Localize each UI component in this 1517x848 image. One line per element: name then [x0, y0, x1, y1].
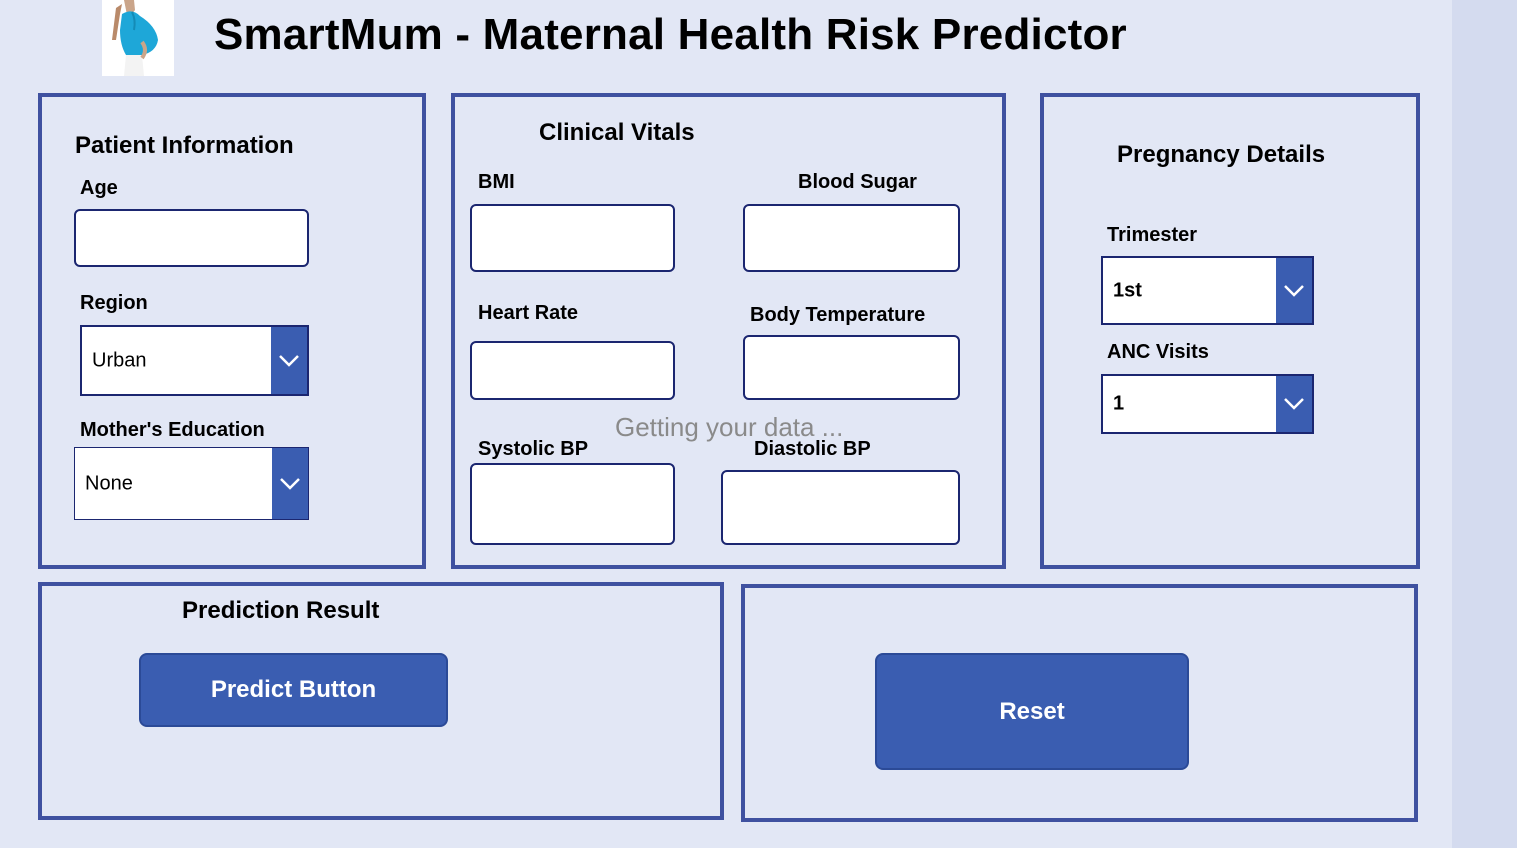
loading-message: Getting your data ... — [615, 412, 844, 442]
prediction-result-panel — [38, 582, 724, 820]
chevron-down-icon — [1284, 284, 1304, 297]
chevron-down-icon — [1284, 398, 1304, 410]
predict-button[interactable]: Predict Button — [139, 653, 448, 727]
heart-rate-input[interactable] — [470, 341, 675, 400]
education-dropdown[interactable]: None — [74, 447, 309, 520]
region-dropdown[interactable]: Urban — [80, 325, 309, 396]
trimester-dropdown-button[interactable] — [1276, 258, 1312, 323]
systolic-bp-label: Systolic BP — [478, 438, 589, 460]
region-dropdown-button[interactable] — [271, 327, 307, 394]
education-selected-value: None — [85, 472, 133, 494]
trimester-dropdown[interactable]: 1st — [1101, 256, 1314, 325]
blood-sugar-input[interactable] — [743, 204, 960, 272]
chevron-down-icon — [279, 354, 299, 367]
right-edge-strip — [1452, 0, 1517, 848]
anc-visits-label: ANC Visits — [1107, 341, 1209, 363]
bmi-label: BMI — [478, 171, 515, 193]
clinical-vitals-panel — [451, 93, 1006, 569]
prediction-result-heading: Prediction Result — [182, 597, 380, 624]
clinical-vitals-heading: Clinical Vitals — [539, 119, 695, 146]
anc-visits-selected-value: 1 — [1113, 392, 1125, 415]
body-temperature-input[interactable] — [743, 335, 960, 400]
diastolic-bp-input[interactable] — [721, 470, 960, 545]
chevron-down-icon — [280, 477, 300, 490]
region-label: Region — [80, 292, 148, 314]
trimester-label: Trimester — [1107, 224, 1198, 246]
patient-info-panel — [38, 93, 426, 569]
heart-rate-label: Heart Rate — [478, 302, 579, 324]
age-label: Age — [80, 177, 118, 199]
bmi-input[interactable] — [470, 204, 675, 272]
pregnancy-details-heading: Pregnancy Details — [1117, 141, 1326, 168]
blood-sugar-label: Blood Sugar — [798, 171, 917, 193]
page-title: SmartMum - Maternal Health Risk Predicto… — [214, 10, 1127, 59]
reset-button[interactable]: Reset — [875, 653, 1189, 770]
education-dropdown-button[interactable] — [272, 448, 308, 519]
systolic-bp-input[interactable] — [470, 463, 675, 545]
body-temperature-label: Body Temperature — [750, 304, 926, 326]
education-label: Mother's Education — [80, 419, 265, 441]
patient-info-heading: Patient Information — [75, 132, 294, 159]
pregnancy-details-panel — [1040, 93, 1420, 569]
anc-visits-dropdown-button[interactable] — [1276, 376, 1312, 432]
anc-visits-dropdown[interactable]: 1 — [1101, 374, 1314, 434]
trimester-selected-value: 1st — [1113, 279, 1142, 301]
age-input[interactable] — [74, 209, 309, 267]
diastolic-bp-label: Diastolic BP — [754, 438, 871, 460]
actions-panel — [741, 584, 1418, 822]
region-selected-value: Urban — [92, 349, 147, 371]
app-logo — [102, 0, 174, 76]
